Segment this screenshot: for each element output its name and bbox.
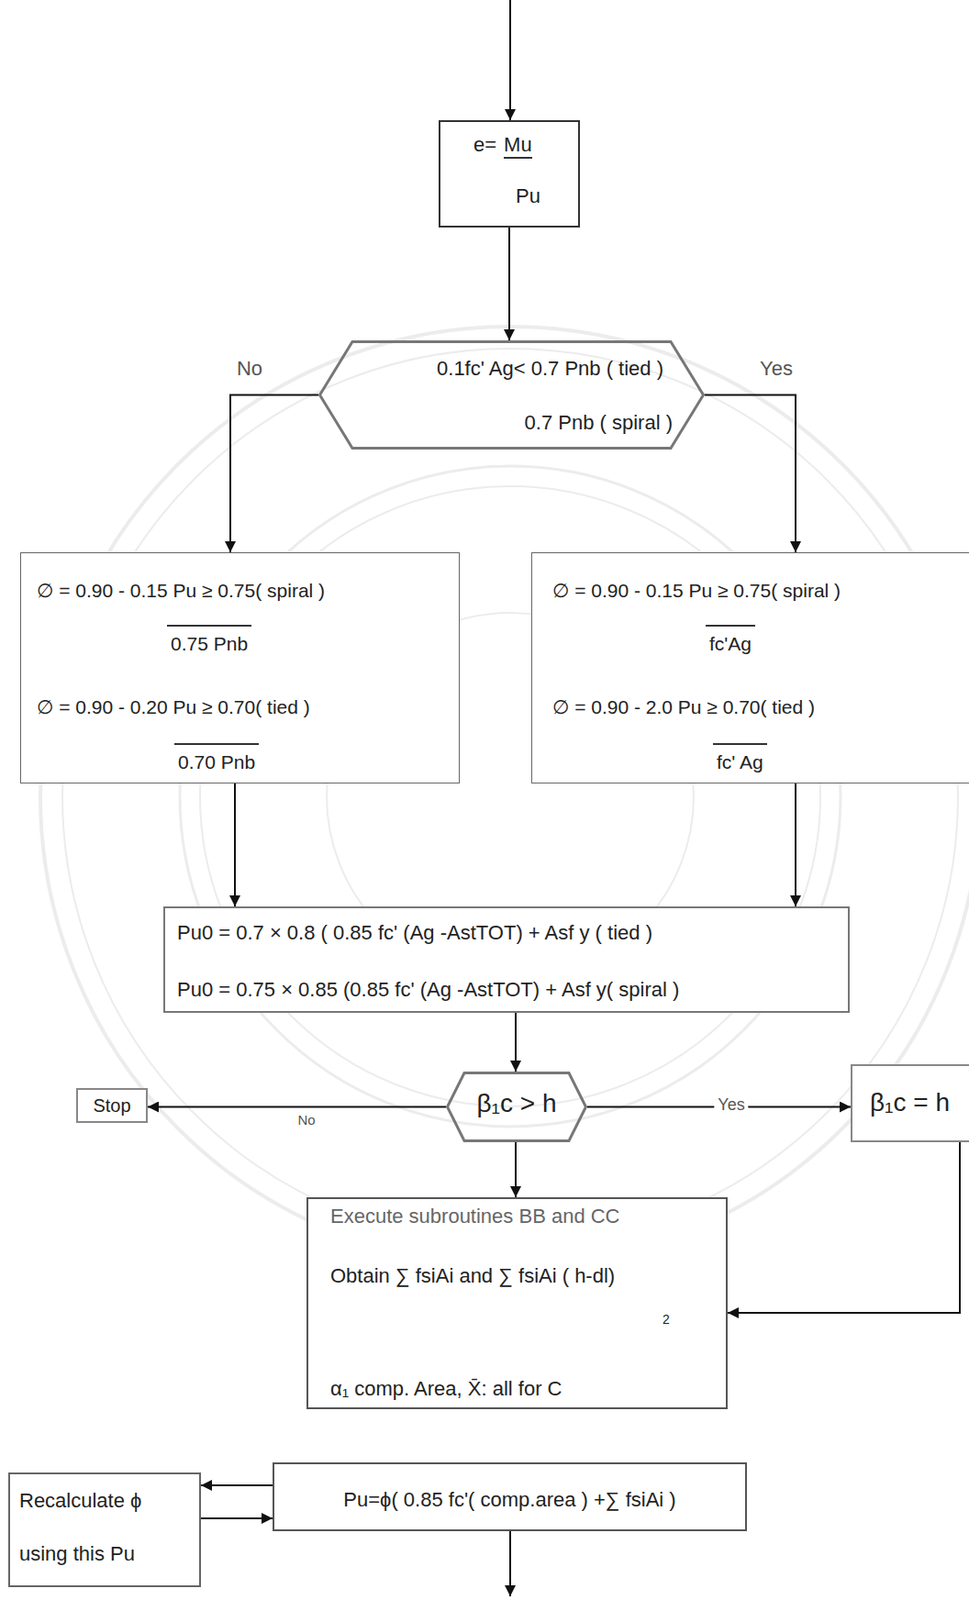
box-text: 0.7 Pnb ( spiral )	[524, 411, 673, 435]
formula-box: Pu=ϕ( 0.85 fc'( comp.area ) +∑ fsiAi )	[272, 1462, 747, 1532]
decision-hexagon: 0.1fc' Ag< 0.7 Pnb ( tied ) 0.7 Pnb ( spi…	[318, 340, 705, 450]
box-text: ∅ = 0.90 - 2.0 Pu ≥ 0.70( tied )	[552, 695, 815, 719]
terminal-box: Stop	[76, 1088, 148, 1124]
box-text: 0.75 Pnb	[167, 624, 252, 656]
box-text: 2	[662, 1312, 670, 1328]
box-text: α₁ comp. Area, X̄: all for C	[330, 1377, 562, 1402]
flow-arrow	[794, 783, 797, 907]
formula-box: Pu0 = 0.7 × 0.8 ( 0.85 fc' (Ag -AstTOT) …	[163, 906, 850, 1014]
box-text: Pu0 = 0.7 × 0.8 ( 0.85 fc' (Ag -AstTOT) …	[177, 921, 653, 946]
edge-label-holder: Yes	[713, 1095, 748, 1115]
box-text: e=	[473, 133, 497, 157]
box-text: Pu=ϕ( 0.85 fc'( comp.area ) +∑ fsiAi )	[343, 1488, 676, 1513]
box-text: ∅ = 0.90 - 0.20 Pu ≥ 0.70( tied )	[36, 695, 311, 719]
watermark-seal	[40, 326, 969, 1267]
box-text: β₁c = h	[869, 1087, 950, 1119]
box-text: Stop	[92, 1094, 131, 1117]
edge-label: Yes	[756, 356, 797, 381]
edge-label-holder: No	[233, 356, 267, 381]
formula-box: ∅ = 0.90 - 0.15 Pu ≥ 0.75( spiral ) fc'Ag…	[531, 552, 969, 784]
box-text: fc'Ag	[705, 624, 756, 656]
box-text: Execute subroutines BB and CC	[330, 1204, 621, 1229]
seal-ring	[40, 326, 969, 1267]
box-text: Mu	[503, 133, 533, 159]
box-text: ∅ = 0.90 - 0.15 Pu ≥ 0.75( spiral )	[552, 579, 841, 602]
box-text: Obtain ∑ fsiAi and ∑ fsiAi ( h-dl)	[330, 1264, 615, 1289]
seal-ring	[62, 348, 958, 1245]
formula-box: e=MuPu	[438, 120, 580, 228]
box-text: Pu0 = 0.75 × 0.85 (0.85 fc' (Ag -AstTOT)…	[177, 978, 680, 1003]
flow-arrow	[200, 1484, 273, 1487]
box-text: 0.1fc' Ag< 0.7 Pnb ( tied )	[436, 356, 664, 381]
entry-arrow	[509, 0, 512, 121]
box-text: β₁c > h	[476, 1088, 557, 1120]
flow-arrow	[230, 395, 319, 554]
hexagon-shape	[320, 342, 704, 449]
edge-label: No	[233, 356, 267, 381]
flow-arrow	[514, 1142, 517, 1198]
box-text: fc' Ag	[712, 743, 768, 774]
exit-arrow	[509, 1531, 512, 1597]
edge-label: No	[293, 1112, 319, 1128]
decision-hexagon: β₁c > h	[445, 1071, 588, 1143]
flow-arrow	[508, 227, 511, 341]
hexagon-shape	[447, 1073, 587, 1142]
formula-box: ∅ = 0.90 - 0.15 Pu ≥ 0.75( spiral ) 0.75 …	[20, 552, 460, 784]
edge-label-holder: Yes	[756, 356, 797, 381]
flow-arrow	[704, 395, 796, 554]
connector-group	[147, 227, 960, 1519]
edge-label: Yes	[713, 1095, 748, 1115]
flow-arrow	[233, 783, 236, 907]
box-text: 0.70 Pnb	[174, 743, 259, 774]
flow-arrow	[514, 1013, 517, 1072]
flow-arrow	[147, 1106, 446, 1109]
process-box: β₁c = h	[850, 1064, 969, 1143]
box-text: ∅ = 0.90 - 0.15 Pu ≥ 0.75( spiral )	[36, 579, 325, 602]
process-box: Execute subroutines BB and CC Obtain ∑ fs…	[306, 1197, 728, 1410]
box-text: Recalculate ϕ using this Pu	[19, 1474, 185, 1582]
process-box: Recalculate ϕ using this Pu	[8, 1472, 201, 1588]
box-text: Pu	[515, 184, 541, 209]
edge-label-holder: No	[293, 1112, 319, 1129]
flow-arrow	[200, 1517, 273, 1520]
flow-arrow	[727, 1142, 960, 1314]
